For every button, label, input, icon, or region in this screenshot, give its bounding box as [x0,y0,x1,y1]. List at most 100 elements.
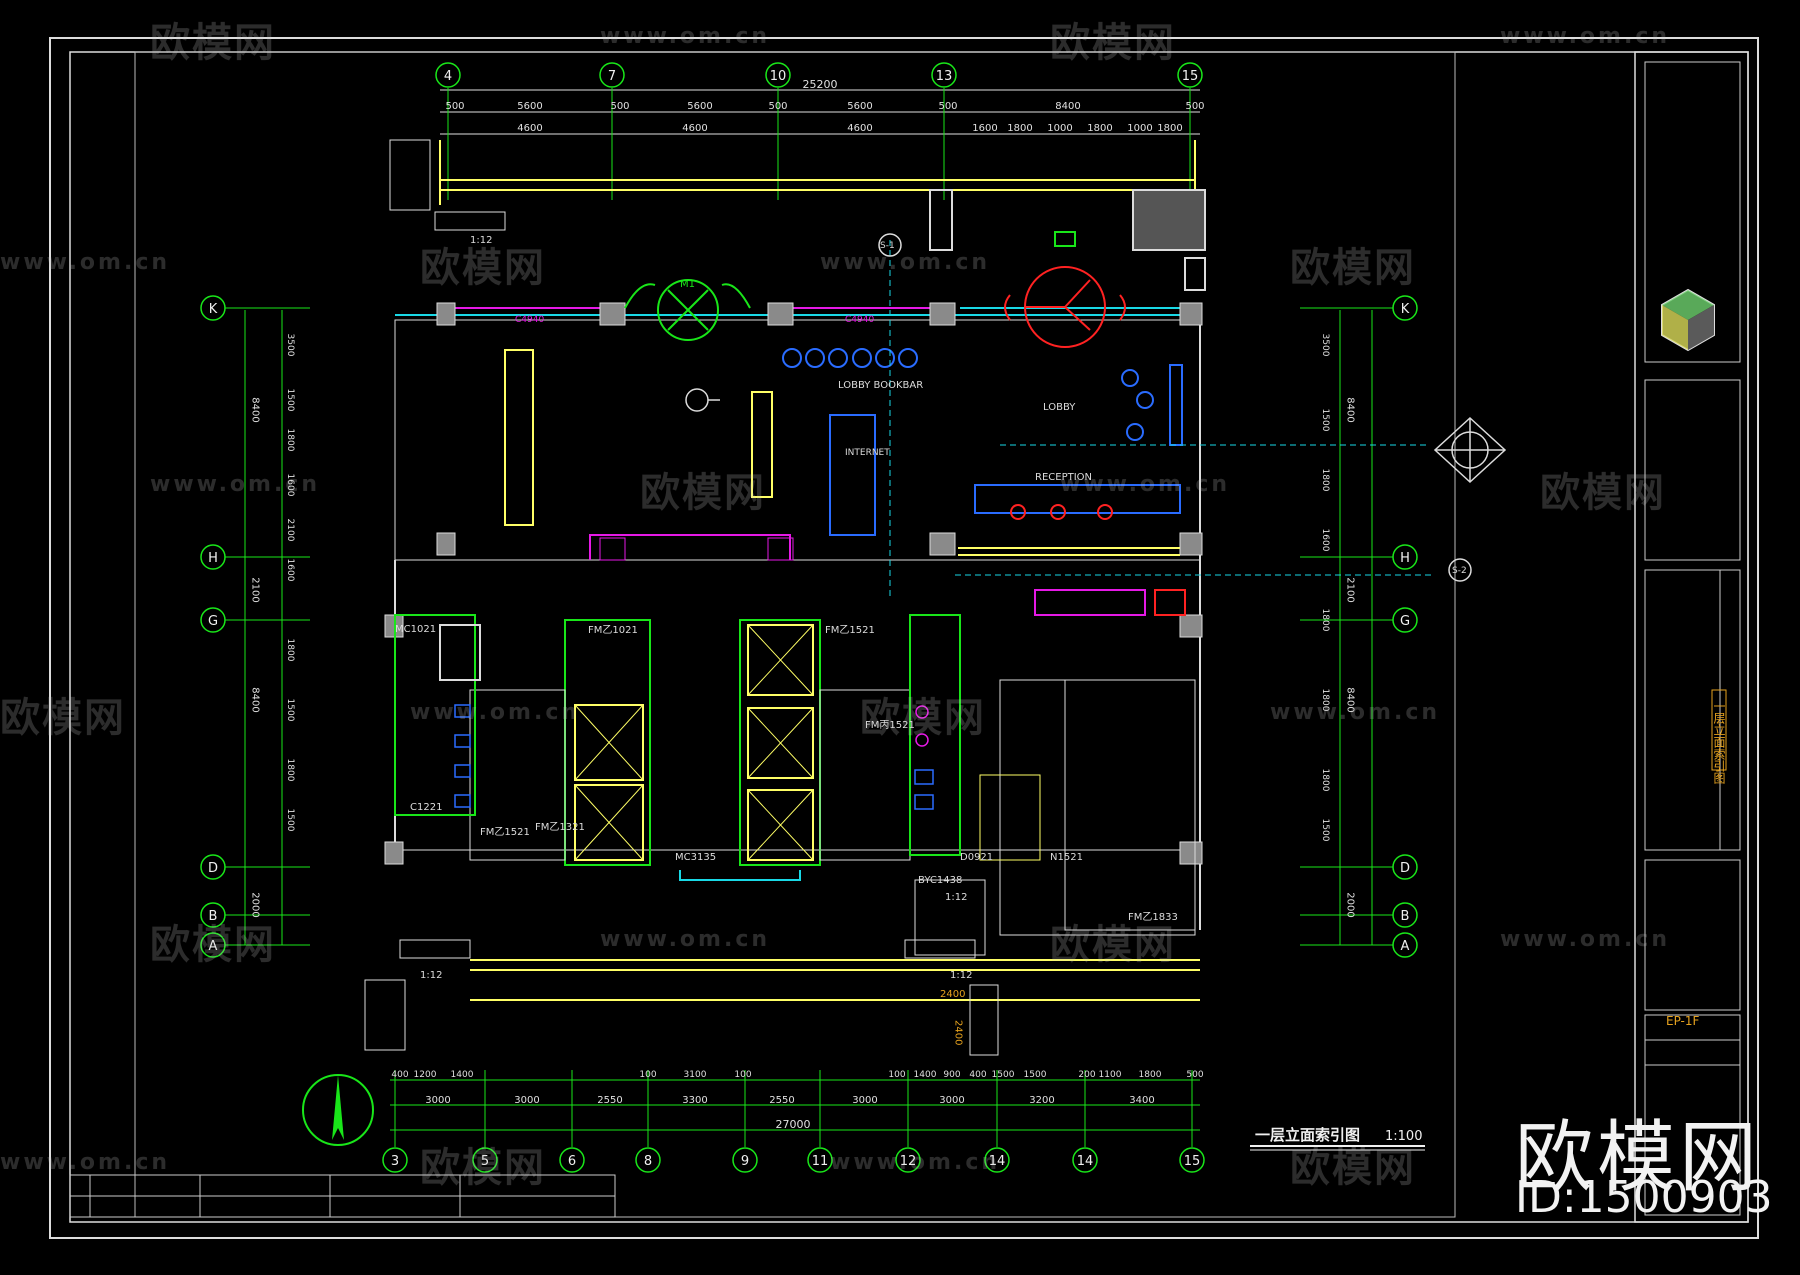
dimension-text: 2000 [250,892,261,917]
grid-bubble-left-label: G [208,614,218,629]
dimension-text: 1800 [1320,689,1330,712]
dimension-text: 1000 [1127,123,1152,134]
grid-bubble-bottom: 9 [732,1147,758,1173]
drawing-title: 一层立面索引图 1:100 [1250,1126,1425,1151]
dimension-text: 1400 [451,1070,474,1080]
dimension-text: 100 [888,1070,905,1080]
dimension-text: 500 [610,101,629,112]
grid-bubble-bottom-label: 14 [989,1154,1006,1169]
grid-bubble-bottom-label: 6 [568,1154,576,1169]
dimension-text: 2550 [597,1095,622,1106]
grid-bubble-right-label: G [1400,614,1410,629]
dimension-text: 8400 [1345,687,1356,712]
grid-bubble-right: H [1392,544,1418,570]
north-arrow [302,1074,374,1146]
grid-lines [225,88,1393,1147]
grid-bubble-left-label: D [208,861,218,876]
dimension-text: 1600 [285,559,295,582]
dimension-text: 1800 [285,759,295,782]
grid-bubble-bottom-label: 14 [1077,1154,1094,1169]
dimension-text: 3500 [285,334,295,357]
grid-bubble-top: 13 [931,62,957,88]
grid-bubble-bottom: 11 [807,1147,833,1173]
sheet-name-text: 一层立面索引图 [1712,700,1726,784]
dimension-text: 1500 [1024,1070,1047,1080]
top-dimension-lines [440,89,1200,135]
lobby-furniture [504,189,1435,616]
dimension-text: 400 [391,1070,408,1080]
dimension-text: 2550 [769,1095,794,1106]
grid-bubble-bottom-label: 5 [481,1154,489,1169]
core-elevators-stairs [364,139,1196,1056]
grid-bubble-right: B [1392,902,1418,928]
dimension-text: 100 [639,1070,656,1080]
grid-bubble-top: 10 [765,62,791,88]
dimension-text: 1500 [992,1070,1015,1080]
drawing-area-frame [134,51,1456,1218]
label-reception: RECEPTION [1035,472,1092,483]
brand-id: ID:1500903 [1515,1172,1773,1223]
brand-logo: 欧模网 [1515,1113,1762,1203]
grid-bubble-right: D [1392,854,1418,880]
dimension-text: 2100 [1345,577,1356,602]
revolving-door-m1 [657,279,719,341]
grid-bubble-left: K [200,295,226,321]
grid-bubble-bottom-label: 15 [1184,1154,1201,1169]
grid-bubble-bottom: 6 [559,1147,585,1173]
sheet-outer-frame [49,37,1759,1239]
dimension-text: 1800 [1320,769,1330,792]
grid-bubble-left-label: K [209,302,218,317]
label-lobby: LOBBY [1043,402,1076,413]
door-mc3135: MC3135 [675,852,716,863]
dimension-text: 200 [1078,1070,1095,1080]
door-fm-1021: FM乙1021 [588,624,638,636]
grid-bubble-top: 7 [599,62,625,88]
dimension-text: 400 [969,1070,986,1080]
dimension-text: 1600 [972,123,997,134]
grid-bubble-bottom: 12 [895,1147,921,1173]
dimension-text: 4600 [847,123,872,134]
label-m1: M1 [680,279,695,290]
dimension-text: 1500 [285,809,295,832]
dimension-text: 1800 [285,639,295,662]
grid-bubble-bottom-label: 12 [900,1154,917,1169]
grid-bubble-top-label: 7 [608,69,616,84]
grid-bubble-top-label: 13 [936,69,953,84]
dimension-text: 1800 [1320,609,1330,632]
dimension-text: 8400 [250,397,261,422]
label-s1: S-1 [880,241,895,251]
grid-bubble-right-label: H [1400,551,1410,566]
door-byc1438: BYC1438 [918,875,962,886]
dimension-text: 5600 [687,101,712,112]
grid-bubble-right: K [1392,295,1418,321]
grid-bubble-bottom-label: 8 [644,1154,652,1169]
title-block: 一层立面索引图 EP-1F [1634,51,1749,1223]
window-c4940-b: C4940 [845,315,874,325]
grid-bubble-right-label: B [1401,909,1410,924]
grid-bubble-right-label: K [1401,302,1410,317]
dimension-text: 500 [768,101,787,112]
dimension-text: 8400 [1055,101,1080,112]
grid-bubble-bottom-label: 9 [741,1154,749,1169]
grid-bubble-bottom: 5 [472,1147,498,1173]
dimension-text: 27000 [776,1118,811,1131]
dimension-text: 3500 [1320,334,1330,357]
dimension-text: 500 [1185,101,1204,112]
dimension-text: 1500 [1320,819,1330,842]
dimension-text: 2000 [1345,892,1356,917]
dimension-text: 3100 [684,1070,707,1080]
ramp-dim-v: 2400 [953,1020,964,1045]
grid-bubble-left-label: H [208,551,218,566]
drawing-title-text: 一层立面索引图 [1255,1126,1360,1144]
door-fm-1521-a: FM乙1521 [825,624,875,636]
dimension-text: 500 [938,101,957,112]
dimension-text: 900 [943,1070,960,1080]
dimension-text: 1800 [1007,123,1032,134]
dimension-text: 2100 [250,577,261,602]
revision-table [69,1174,616,1218]
grid-bubble-top-label: 15 [1182,69,1199,84]
grid-bubble-top-label: 4 [444,69,452,84]
door-fm-1521-c: FM乙1521 [480,826,530,838]
door-fm-1321: FM乙1321 [535,821,585,833]
dimension-text: 500 [1186,1070,1203,1080]
